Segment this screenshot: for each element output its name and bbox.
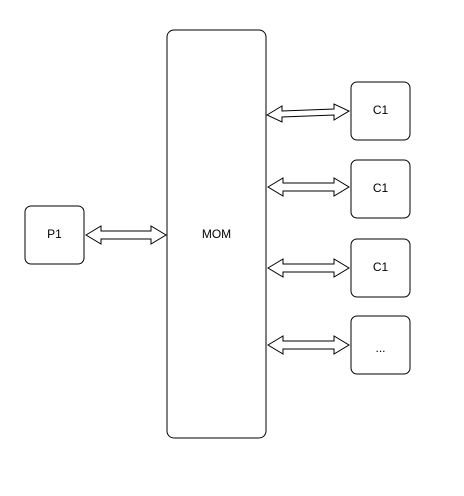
producer-label: P1 — [47, 227, 62, 241]
consumer-label: C1 — [373, 103, 389, 117]
double-arrow-broker-consumer-2 — [267, 177, 350, 197]
consumer-box — [350, 315, 411, 375]
broker-label: MOM — [202, 227, 231, 241]
broker-box — [166, 29, 267, 439]
consumer-label: C1 — [373, 260, 389, 274]
double-arrow-producer-broker — [85, 225, 167, 245]
double-arrow-broker-consumer-4 — [267, 335, 350, 355]
consumer-box — [350, 81, 411, 141]
consumer-node-1: C1 — [350, 81, 411, 141]
consumer-node-4: ... — [350, 315, 411, 375]
consumer-box — [350, 159, 411, 219]
producer-box — [24, 205, 85, 265]
consumer-label: ... — [375, 341, 385, 355]
consumer-node-2: C1 — [350, 159, 411, 219]
consumer-label: C1 — [373, 181, 389, 195]
consumer-node-3: C1 — [350, 238, 411, 298]
double-arrow-broker-consumer-3 — [267, 258, 350, 278]
double-arrow-broker-consumer-1 — [265, 103, 351, 123]
broker-node: MOM — [166, 29, 267, 439]
consumer-box — [350, 238, 411, 298]
producer-node: P1 — [24, 205, 85, 265]
